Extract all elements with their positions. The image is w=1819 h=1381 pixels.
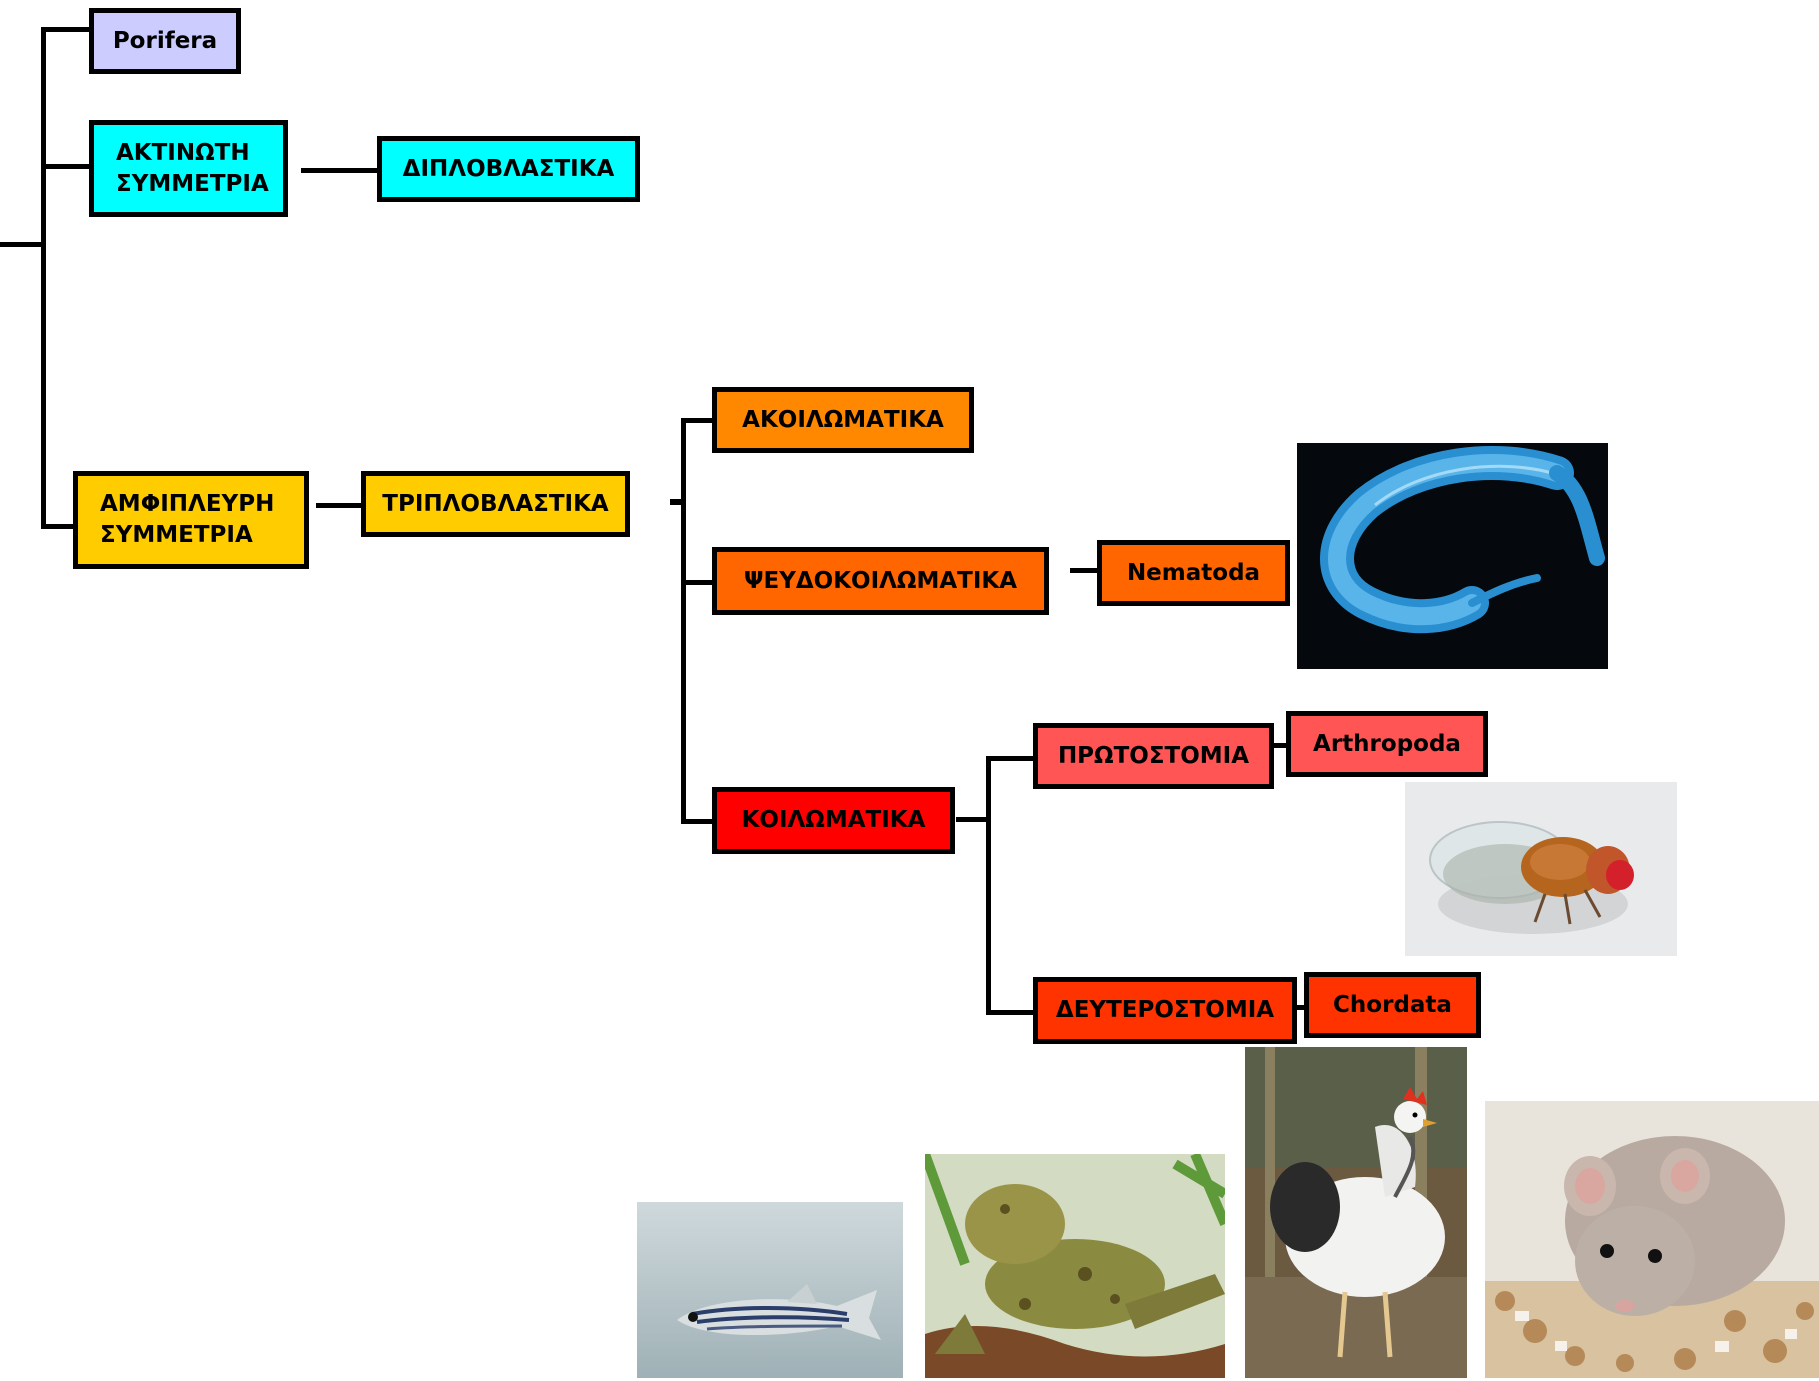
- node-chordata: Chordata: [1304, 972, 1481, 1038]
- node-acoelomate: ΑΚΟΙΛΩΜΑΤΙΚΑ: [712, 387, 974, 453]
- node-porifera: Porifera: [89, 8, 241, 74]
- nematode-photo: [1297, 443, 1608, 669]
- connector-radial-diplo: [301, 168, 379, 173]
- node-arthropoda: Arthropoda: [1286, 711, 1488, 777]
- node-bilateral-symmetry-label: ΑΜΦΙΠΛΕΥΡΗ ΣΥΜΜΕΤΡΙΑ: [100, 491, 275, 548]
- fruit-fly-photo: [1405, 782, 1677, 956]
- node-radial-symmetry-label: ΑΚΤΙΝΩΤΗ ΣΥΜΜΕΤΡΙΑ: [116, 139, 269, 197]
- node-arthropoda-label: Arthropoda: [1313, 730, 1461, 757]
- connector-germ-trunk: [681, 418, 686, 824]
- node-diploblastic-label: ΔΙΠΛΟΒΛΑΣΤΙΚΑ: [402, 155, 615, 182]
- connector-bilateral: [41, 524, 77, 529]
- connector-pseudocoelomate: [681, 580, 716, 585]
- node-protostomia-label: ΠΡΩΤΟΣΤΟΜΙΑ: [1057, 742, 1250, 769]
- connector-root-trunk: [41, 27, 46, 529]
- node-radial-symmetry: ΑΚΤΙΝΩΤΗ ΣΥΜΜΕΤΡΙΑ: [89, 120, 288, 217]
- node-porifera-label: Porifera: [112, 27, 218, 54]
- chicken-photo: [1245, 1047, 1467, 1378]
- connector-coel-stub: [956, 817, 991, 822]
- node-acoelomate-label: ΑΚΟΙΛΩΜΑΤΙΚΑ: [742, 406, 944, 433]
- node-pseudocoelomate: ΨΕΥΔΟΚΟΙΛΩΜΑΤΙΚΑ: [712, 547, 1049, 615]
- node-nematoda-label: Nematoda: [1126, 559, 1261, 586]
- connector-bilateral-triplo: [316, 503, 364, 508]
- connector-proto-arthropoda: [1270, 743, 1292, 748]
- connector-protostomia: [986, 756, 1038, 761]
- node-bilateral-symmetry: ΑΜΦΙΠΛΕΥΡΗ ΣΥΜΜΕΤΡΙΑ: [73, 471, 309, 569]
- connector-triplo-stub: [670, 499, 686, 505]
- connector-stoma-trunk: [986, 756, 991, 1015]
- zebrafish-photo: [637, 1202, 903, 1378]
- node-protostomia: ΠΡΩΤΟΣΤΟΜΙΑ: [1033, 723, 1274, 789]
- node-triploblastic-label: ΤΡΙΠΛΟΒΛΑΣΤΙΚΑ: [382, 490, 609, 517]
- node-coelomate: ΚΟΙΛΩΜΑΤΙΚΑ: [712, 787, 955, 854]
- connector-root-stub: [0, 242, 44, 247]
- node-nematoda: Nematoda: [1097, 540, 1290, 606]
- node-deuterostomia-label: ΔΕΥΤΕΡΟΣΤΟΜΙΑ: [1055, 997, 1275, 1023]
- connector-radial: [41, 164, 93, 169]
- connector-pseudo-nematoda: [1070, 568, 1100, 573]
- mouse-photo: [1485, 1101, 1819, 1378]
- node-triploblastic: ΤΡΙΠΛΟΒΛΑΣΤΙΚΑ: [361, 471, 630, 537]
- node-coelomate-label: ΚΟΙΛΩΜΑΤΙΚΑ: [741, 807, 926, 833]
- frog-photo: [925, 1154, 1225, 1378]
- connector-acoelomate: [681, 418, 716, 423]
- node-chordata-label: Chordata: [1333, 991, 1452, 1018]
- node-diploblastic: ΔΙΠΛΟΒΛΑΣΤΙΚΑ: [377, 136, 640, 202]
- node-deuterostomia: ΔΕΥΤΕΡΟΣΤΟΜΙΑ: [1033, 977, 1297, 1044]
- connector-porifera: [41, 27, 93, 32]
- connector-deuterostomia: [986, 1010, 1038, 1015]
- node-pseudocoelomate-label: ΨΕΥΔΟΚΟΙΛΩΜΑΤΙΚΑ: [743, 567, 1018, 594]
- connector-coelomate: [681, 819, 716, 824]
- connector-deutero-chordata: [1293, 1005, 1309, 1010]
